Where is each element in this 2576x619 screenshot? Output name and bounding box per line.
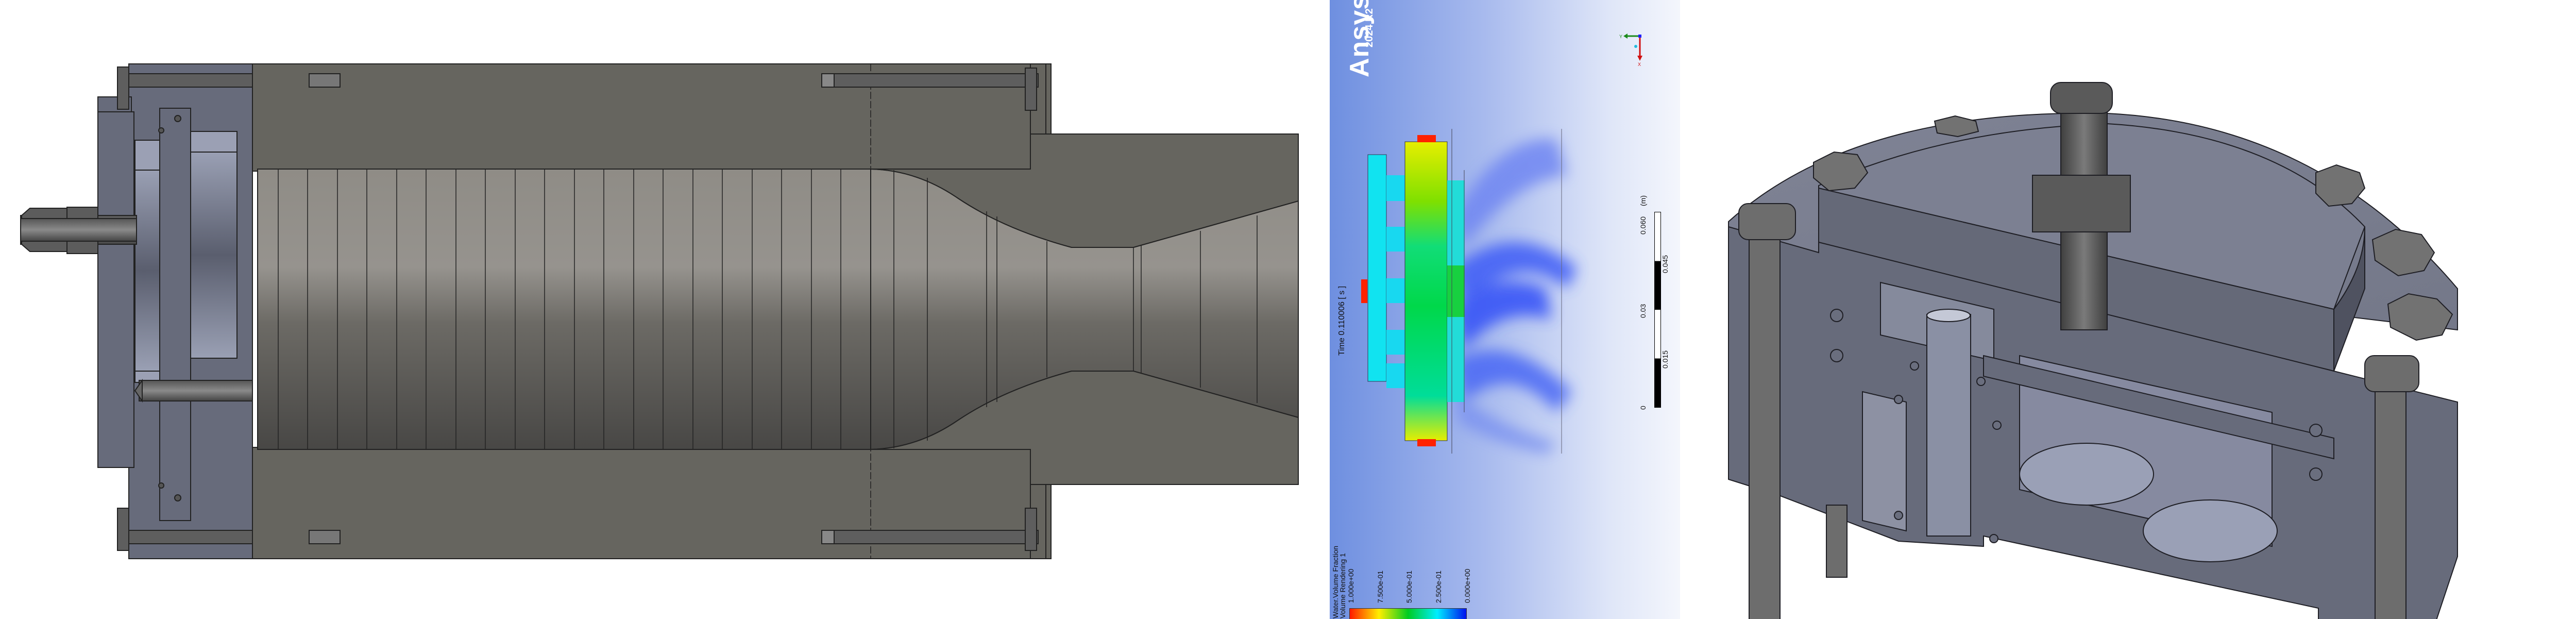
- time-label: Time 0.110006 [ s ]: [1337, 286, 1346, 356]
- scale-bar: [1654, 212, 1661, 408]
- legend-tick-1: 1.000e+00: [1347, 568, 1355, 603]
- y-axis-label: Y: [1619, 34, 1622, 39]
- scale-tick-015: 0.015: [1661, 350, 1669, 369]
- scale-tick-045: 0.045: [1661, 255, 1669, 273]
- legend-tick-075: 7.500e-01: [1376, 570, 1384, 603]
- scale-tick-03: 0.03: [1639, 304, 1647, 318]
- injector-side-section: [2550, 0, 2576, 619]
- volume-fraction-field: [1361, 129, 1577, 454]
- legend-tick-05: 5.000e-01: [1405, 570, 1413, 603]
- x-axis-label: X: [1638, 62, 1641, 67]
- axis-triad-icon: Y X: [1619, 34, 1642, 67]
- engine-cross-section: [20, 63, 1299, 559]
- engine-section-drawing: [20, 63, 1299, 559]
- scale-unit: (m): [1639, 195, 1647, 206]
- legend-colorbar: [1349, 608, 1467, 619]
- injector-isometric: [1700, 0, 2524, 619]
- injector-side-drawing: [2550, 0, 2576, 619]
- legend-tick-025: 2.500e-01: [1434, 570, 1443, 603]
- scale-tick-0: 0: [1639, 406, 1647, 410]
- legend-title: Water.Volume Fraction: [1331, 545, 1340, 618]
- injector-iso-drawing: [1728, 82, 2458, 619]
- scale-tick-060: 0.060: [1639, 216, 1647, 235]
- legend-tick-0: 0.000e+00: [1463, 568, 1471, 603]
- cfd-render-panel: Ansys 2024 R2 Y X: [1330, 0, 1680, 619]
- legend-subtitle: Volume Rendering 1: [1338, 553, 1347, 618]
